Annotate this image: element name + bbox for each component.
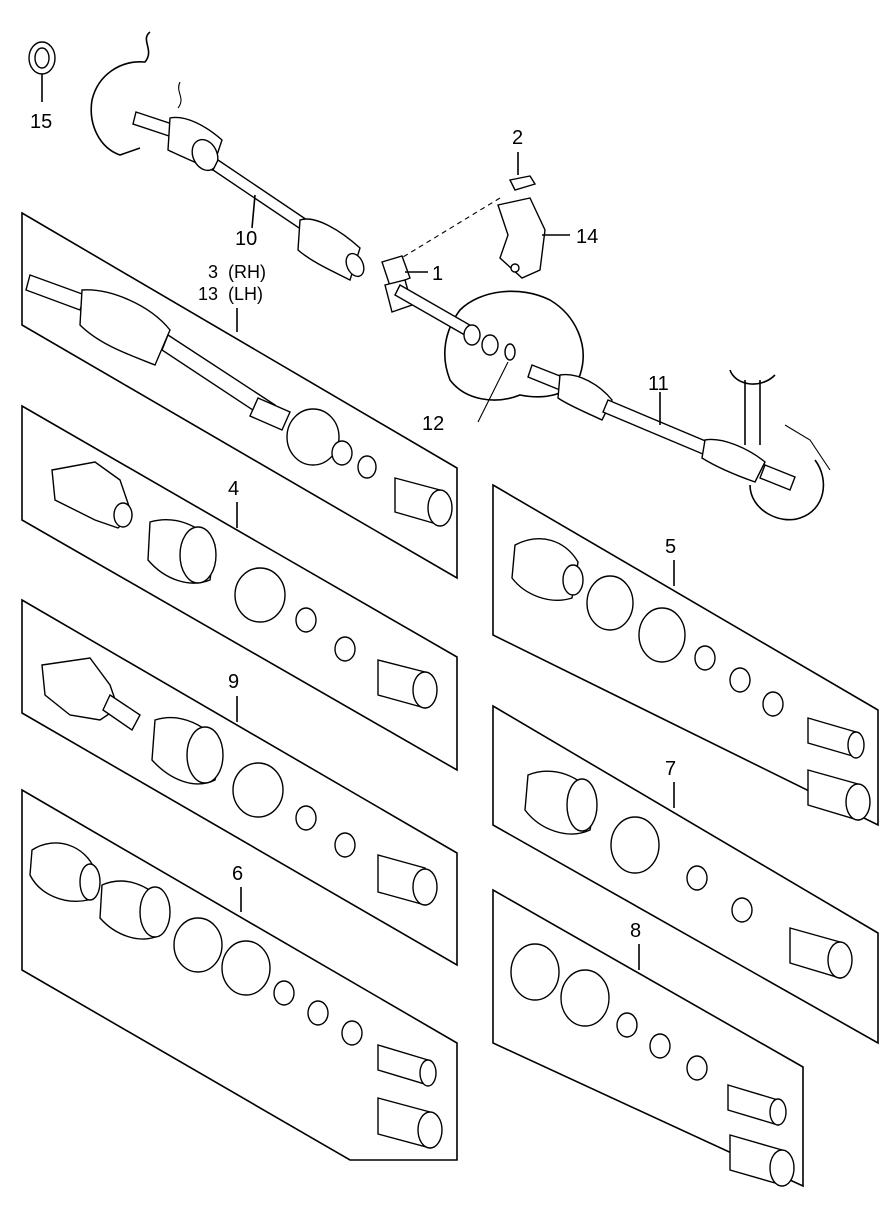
grease-tube-7[interactable] <box>789 927 853 979</box>
drive-shaft-11[interactable] <box>527 364 796 491</box>
band-small-4[interactable] <box>295 607 317 633</box>
boot-band-small-3[interactable] <box>331 440 353 466</box>
band-small-5b[interactable] <box>729 667 751 693</box>
callout-2: 2 <box>512 127 523 149</box>
grease-tube-8a[interactable] <box>727 1084 787 1126</box>
boot-7[interactable] <box>524 770 598 835</box>
circlip-9[interactable] <box>334 832 356 858</box>
band-large-5a[interactable] <box>586 575 634 631</box>
band-large-9[interactable] <box>232 762 284 818</box>
callout-5: 5 <box>665 536 676 558</box>
boot-band-large-3[interactable] <box>286 408 340 466</box>
drive-shaft-10[interactable] <box>132 111 367 281</box>
panel-7 <box>492 704 879 1045</box>
callout-15: 15 <box>30 111 52 133</box>
grease-tube-5a[interactable] <box>807 717 865 759</box>
callout-4: 4 <box>228 478 239 500</box>
band-large-5b[interactable] <box>638 607 686 663</box>
wheel-hub-outline <box>729 369 831 521</box>
band-small-6b[interactable] <box>307 1000 329 1026</box>
callout-13-lh: (LH) <box>228 284 263 304</box>
band-large-7[interactable] <box>610 816 660 874</box>
circlip-7[interactable] <box>731 897 753 923</box>
grease-tube-9[interactable] <box>377 854 438 906</box>
callout-7: 7 <box>665 758 676 780</box>
grease-tube-4[interactable] <box>377 659 438 709</box>
grease-tube-8b[interactable] <box>729 1134 795 1187</box>
callout-6: 6 <box>232 863 243 885</box>
transaxle-housing-left <box>90 31 182 156</box>
callout-1: 1 <box>432 263 443 285</box>
grease-tube-5b[interactable] <box>807 769 871 821</box>
band-large-8a[interactable] <box>510 943 560 1001</box>
circlip-6[interactable] <box>341 1020 363 1046</box>
panel-6 <box>21 788 458 1161</box>
oil-seal-15[interactable] <box>28 41 56 102</box>
panel-3-13 <box>21 211 458 580</box>
callout-3-rh: (RH) <box>228 262 266 282</box>
intermediate-shaft[interactable] <box>394 284 499 356</box>
boot-9[interactable] <box>151 716 224 785</box>
boot-outer-6[interactable] <box>29 842 101 902</box>
callout-3: 3 <box>208 262 218 282</box>
panel-8 <box>492 888 804 1188</box>
outer-joint-9[interactable] <box>41 657 141 732</box>
band-small-5a[interactable] <box>694 645 716 671</box>
circlip-3[interactable] <box>357 455 377 479</box>
callout-14: 14 <box>576 226 598 248</box>
outer-joint-4[interactable] <box>51 461 133 529</box>
band-large-6b[interactable] <box>221 940 271 996</box>
band-small-6a[interactable] <box>273 980 295 1006</box>
bolt-2[interactable] <box>508 152 537 191</box>
snap-ring-12[interactable] <box>477 343 516 423</box>
callout-8: 8 <box>630 920 641 942</box>
band-small-8b[interactable] <box>649 1033 671 1059</box>
panel-4 <box>21 404 458 772</box>
callout-10: 10 <box>235 228 257 250</box>
band-large-4[interactable] <box>234 567 286 623</box>
panel-5 <box>492 483 879 827</box>
circlip-4[interactable] <box>334 636 356 662</box>
bracket-guide-line <box>384 197 501 269</box>
boot-5[interactable] <box>511 538 584 601</box>
band-small-7[interactable] <box>686 865 708 891</box>
callout-9: 9 <box>228 671 239 693</box>
callout-12: 12 <box>422 413 444 435</box>
callout-11: 11 <box>648 373 669 395</box>
boot-4[interactable] <box>147 519 217 584</box>
band-large-8b[interactable] <box>560 969 610 1027</box>
band-small-9[interactable] <box>295 805 317 831</box>
circlip-5[interactable] <box>762 691 784 717</box>
grease-tube-3[interactable] <box>394 477 453 527</box>
band-large-6a[interactable] <box>173 917 223 973</box>
circlip-8[interactable] <box>686 1055 708 1081</box>
callout-13: 13 <box>198 284 218 304</box>
drive-shaft-assembly-3-13[interactable] <box>25 274 291 431</box>
boot-inner-6[interactable] <box>99 880 171 940</box>
panel-9 <box>21 598 458 967</box>
bracket-14[interactable] <box>497 197 570 279</box>
grease-tube-6b[interactable] <box>377 1097 443 1149</box>
band-small-8a[interactable] <box>616 1012 638 1038</box>
grease-tube-6a[interactable] <box>377 1044 437 1087</box>
